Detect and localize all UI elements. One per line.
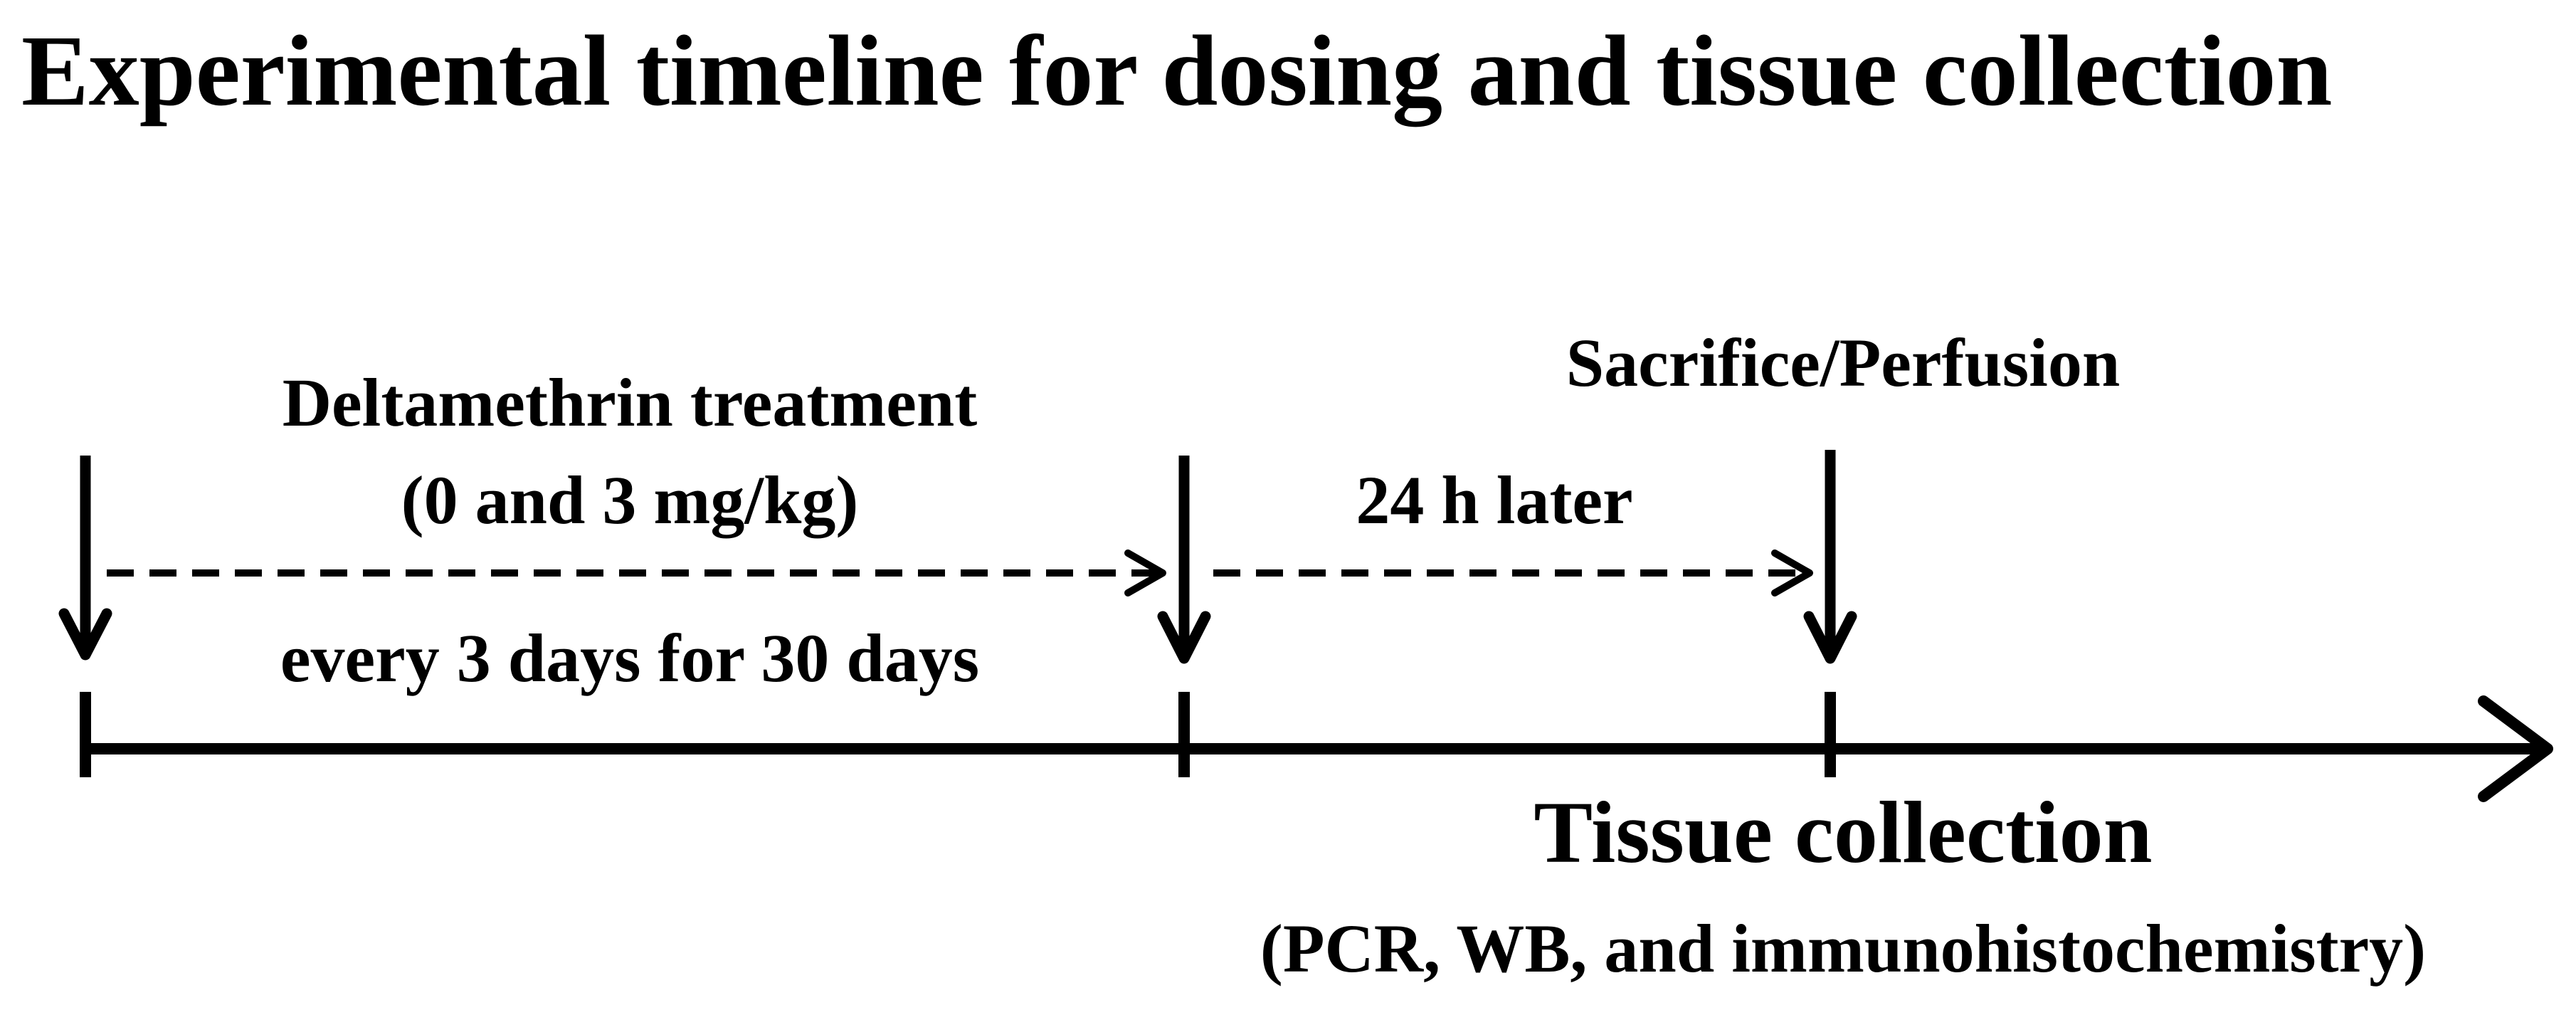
sacrifice-label: Sacrifice/Perfusion — [1566, 325, 2121, 401]
down-arrow-start-head — [58, 608, 112, 661]
tissue-collection-label: Tissue collection — [1534, 784, 2153, 881]
dashed-arrow-treatment-head — [1124, 549, 1166, 596]
collection-methods-label: (PCR, WB, and immunohistochemistry) — [1260, 910, 2427, 987]
timeline-arrowhead — [2478, 695, 2553, 802]
treatment-dose-label: (0 and 3 mg/kg) — [401, 462, 859, 538]
down-arrow-last-dose-head — [1157, 611, 1211, 664]
down-arrow-sacrifice-head — [1803, 611, 1857, 664]
page-title: Experimental timeline for dosing and tis… — [21, 14, 2333, 127]
interval-label: 24 h later — [1356, 462, 1633, 538]
dashed-arrow-interval-head — [1771, 549, 1813, 596]
treatment-label: Deltamethrin treatment — [282, 364, 978, 441]
treatment-schedule-label: every 3 days for 30 days — [280, 620, 980, 696]
